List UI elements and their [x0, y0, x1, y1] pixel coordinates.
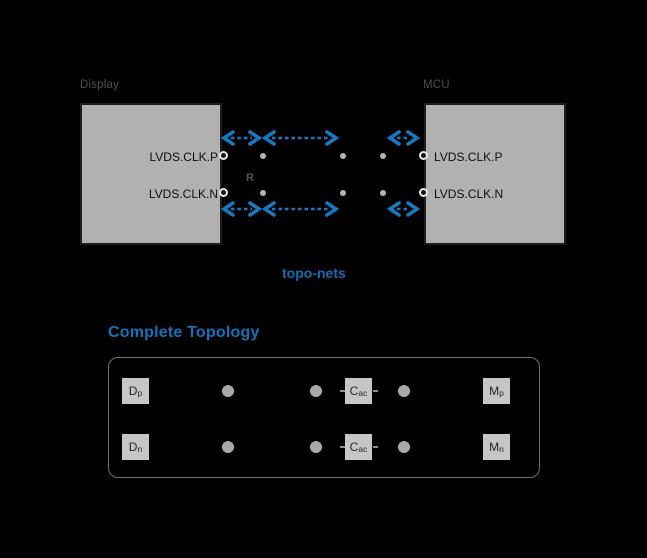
junction-dot[interactable] [398, 441, 410, 453]
cap-terminal-stub [340, 446, 345, 448]
junction-dot[interactable] [310, 385, 322, 397]
mcu-title-label: MCU [423, 79, 450, 91]
topo-nets-caption: topo-nets [282, 265, 346, 281]
net-node-dot[interactable] [260, 153, 266, 159]
display-block[interactable] [80, 103, 222, 245]
mcu-block[interactable] [424, 103, 566, 245]
display-pin-label-clk-p: LVDS.CLK.P [149, 150, 218, 164]
component-label-sub: p [137, 387, 143, 398]
complete-topology-heading: Complete Topology [108, 324, 260, 341]
component-label-sub: p [499, 387, 504, 398]
net-node-dot[interactable] [340, 153, 346, 159]
cap-terminal-stub [373, 446, 378, 448]
junction-dot[interactable] [310, 441, 322, 453]
span-arrow-icon [261, 201, 340, 217]
topology-panel [108, 357, 540, 478]
component-label: D [128, 440, 138, 454]
component-label-sub: ac [358, 443, 368, 454]
net-node-dot[interactable] [340, 190, 346, 196]
span-arrow-icon [220, 201, 263, 217]
cap-terminal-stub [340, 390, 345, 392]
display-pin-label-clk-n: LVDS.CLK.N [148, 187, 218, 201]
net-node-dot[interactable] [380, 190, 386, 196]
mcu-pin-label-clk-n: LVDS.CLK.N [434, 187, 504, 201]
net-node-dot[interactable] [260, 190, 266, 196]
span-arrow-icon [220, 130, 263, 146]
mcu-pin-terminal-n[interactable] [419, 188, 428, 197]
component-label-sub: n [137, 443, 143, 454]
component-label: D [128, 384, 138, 398]
junction-dot[interactable] [222, 441, 234, 453]
mcu-pin-label-clk-p: LVDS.CLK.P [434, 150, 503, 164]
component-label: C [349, 384, 359, 398]
component-label: M [489, 440, 500, 454]
span-arrow-icon [386, 201, 421, 217]
resistor-ref-label: R [246, 172, 254, 184]
component-label: C [349, 440, 359, 454]
display-pin-terminal-n[interactable] [219, 188, 228, 197]
span-arrow-icon [386, 130, 421, 146]
junction-dot[interactable] [398, 385, 410, 397]
net-node-dot[interactable] [380, 153, 386, 159]
span-arrow-icon [261, 130, 340, 146]
display-title-label: Display [80, 79, 120, 91]
component-label-sub: n [499, 443, 504, 454]
component-label: M [489, 384, 500, 398]
mcu-pin-terminal-p[interactable] [419, 151, 428, 160]
junction-dot[interactable] [222, 385, 234, 397]
component-label-sub: ac [358, 387, 368, 398]
cap-terminal-stub [373, 390, 378, 392]
display-pin-terminal-p[interactable] [219, 151, 228, 160]
